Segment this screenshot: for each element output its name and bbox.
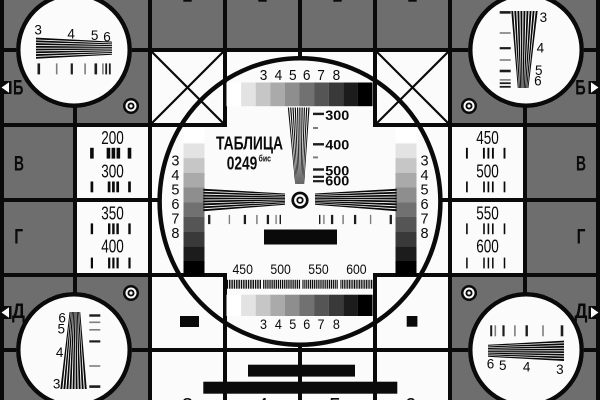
svg-text:6: 6 [303,317,310,332]
svg-text:В: В [576,152,586,175]
svg-text:6: 6 [303,67,311,84]
svg-text:3: 3 [53,376,61,391]
svg-text:350: 350 [101,204,124,224]
svg-text:6: 6 [405,395,417,400]
svg-text:Г: Г [14,226,23,249]
svg-text:6: 6 [487,357,495,372]
svg-text:4: 4 [171,168,179,184]
svg-text:3: 3 [182,395,194,400]
svg-text:4: 4 [67,27,75,42]
svg-text:Б: Б [13,77,23,100]
svg-text:Д: Д [575,300,588,323]
svg-text:6: 6 [171,197,179,213]
svg-text:В: В [14,152,24,175]
svg-text:4: 4 [275,67,283,84]
svg-text:3: 3 [421,154,429,170]
svg-text:8: 8 [333,67,341,84]
svg-text:8: 8 [171,226,179,242]
svg-text:6: 6 [103,29,111,44]
svg-text:450: 450 [233,261,254,277]
svg-text:500: 500 [325,163,349,179]
svg-text:300: 300 [101,162,124,182]
svg-text:5: 5 [289,67,297,84]
svg-text:400: 400 [325,136,349,152]
svg-text:5: 5 [91,28,99,43]
svg-text:8: 8 [421,226,429,242]
svg-text:4: 4 [275,317,282,332]
svg-text:200: 200 [101,128,124,148]
svg-text:300: 300 [325,107,349,123]
svg-text:бис: бис [259,154,272,165]
svg-text:4: 4 [523,359,531,374]
svg-text:600: 600 [476,237,499,257]
svg-text:6: 6 [58,311,66,326]
svg-text:5: 5 [289,317,296,332]
svg-text:5: 5 [58,322,66,337]
svg-text:7: 7 [318,317,325,332]
svg-text:8: 8 [333,317,340,332]
svg-text:5: 5 [329,395,341,400]
svg-text:550: 550 [476,204,499,224]
svg-text:600: 600 [325,172,349,188]
svg-text:3: 3 [260,67,268,84]
svg-text:4: 4 [56,345,64,360]
svg-text:3: 3 [34,22,42,37]
svg-text:5: 5 [421,183,429,199]
svg-text:3: 3 [260,317,267,332]
svg-text:3: 3 [556,362,564,377]
svg-text:7: 7 [421,212,429,228]
svg-text:4: 4 [421,168,429,184]
svg-text:7: 7 [171,212,179,228]
svg-text:500: 500 [476,162,499,182]
svg-text:Г: Г [577,226,586,249]
svg-text:Б: Б [575,77,585,100]
svg-text:6: 6 [534,73,542,88]
svg-text:5: 5 [171,183,179,199]
svg-text:7: 7 [317,67,325,84]
svg-text:400: 400 [101,237,124,257]
svg-text:500: 500 [270,261,291,277]
svg-text:Д: Д [12,300,25,323]
svg-text:600: 600 [346,261,367,277]
svg-text:450: 450 [476,128,499,148]
svg-text:0249: 0249 [227,152,258,173]
svg-text:4: 4 [537,40,545,55]
svg-text:5: 5 [535,63,543,78]
svg-text:6: 6 [421,197,429,213]
svg-text:3: 3 [540,10,548,25]
svg-text:4: 4 [257,395,269,400]
svg-text:ТАБЛИЦА: ТАБЛИЦА [216,132,283,153]
svg-text:550: 550 [308,261,329,277]
svg-text:5: 5 [499,358,507,373]
svg-text:3: 3 [171,154,179,170]
